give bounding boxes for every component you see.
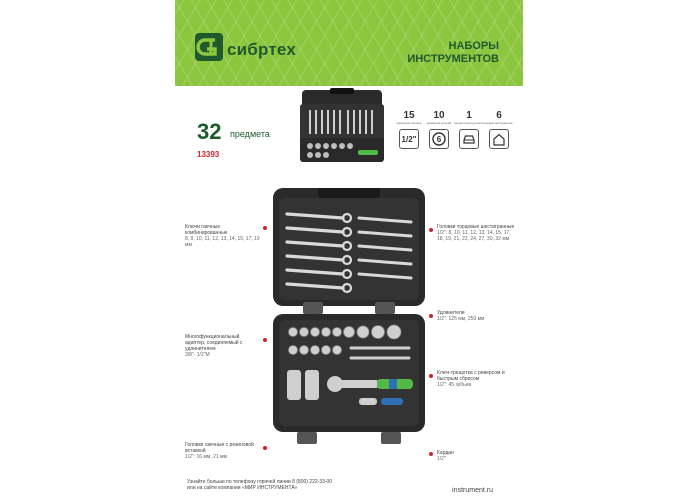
label-title: Ключи гаечные комбинированные [185,224,228,236]
category-line-1: НАБОРЫ [448,40,499,52]
callout-dot [429,314,433,318]
label-title: Многофункциональный адаптер, соединяемый… [185,334,243,352]
label-sizes: 1/2": 16 мм, 21 мм [185,454,227,460]
hex-6-icon: 6 [429,129,449,149]
label-sizes: 1/2": 8, 10, 11, 12, 13, 14, 15, 17, 18,… [437,230,511,242]
label-joint: Кардан 1/2" [437,450,517,462]
label-extensions: Удлинители 1/2": 125 мм, 250 мм [437,310,517,322]
header-banner: сибртех НАБОРЫ ИНСТРУМЕНТОВ [175,0,523,86]
car-icon [459,129,479,149]
spec-desc: размеров ключей [426,121,452,125]
spec-number: 1 [466,110,472,121]
label-title: Удлинители [437,310,465,316]
spec-number: 10 [433,110,445,121]
label-sizes: 1/2": 125 мм, 250 мм [437,316,485,322]
label-adapter: Многофункциональный адаптер, соединяемый… [185,334,261,358]
spec-sockets: 15 размеров головок 1/2" [393,110,425,149]
label-sockets: Головки торцевые шестигранные 1/2": 8, 1… [437,224,517,242]
svg-text:6: 6 [437,135,442,144]
callout-dot [263,446,267,450]
spec-ratchet: 1 трещоточная рукоятка [453,110,485,149]
label-ratchet: Ключ-трещотка с реверсом и быстрым сброс… [437,370,517,388]
footer-line-2: или на сайте компании «МИР ИНСТРУМЕНТА» [187,485,298,491]
category-line-2: ИНСТРУМЕНТОВ [407,53,499,65]
label-sizes: 1/2": 45 зубьев [437,382,472,388]
house-icon [489,129,509,149]
spec-number: 15 [403,110,415,121]
callout-dot [429,452,433,456]
tool-case-image [273,188,425,444]
callout-dot [263,226,267,230]
spec-desc: трещоточная рукоятка [453,121,485,125]
label-title: Головки торцевые шестигранные [437,224,515,230]
item-count-word: предмета [230,129,270,139]
spec-wrenches: 10 размеров ключей 6 [423,110,455,149]
label-sizes: 8, 9, 10, 11, 12, 13, 14, 15, 17, 19 мм [185,236,260,248]
product-sheet: сибртех НАБОРЫ ИНСТРУМЕНТОВ 32 предмета … [175,0,523,500]
callout-dot [429,374,433,378]
spec-number: 6 [496,110,502,121]
brand-logo-icon [195,33,223,61]
article-number: 13393 [197,150,220,159]
label-title: Ключ-трещотка с реверсом и быстрым сброс… [437,370,505,382]
website-link[interactable]: instrument.ru [452,487,493,494]
callout-dot [263,338,267,342]
label-wrenches: Ключи гаечные комбинированные 8, 9, 10, … [185,224,261,248]
drive-size-icon: 1/2" [399,129,419,149]
footer-line-1: Узнайте больше по телефону горячей линии… [187,479,333,485]
label-title: Головки свечные с резиновой вставкой [185,442,254,454]
kit-thumbnail-image [300,88,384,162]
item-count: 32 [197,119,222,144]
footer-note: Узнайте больше по телефону горячей линии… [187,479,387,491]
callout-dot [429,228,433,232]
brand-name: сибртех [227,40,296,59]
label-sizes: 3/8"- 1/2"М [185,352,210,358]
spec-desc: видов инструмента [485,121,513,125]
label-title: Кардан [437,450,454,456]
label-sizes: 1/2" [437,456,446,462]
label-spark-sockets: Головки свечные с резиновой вставкой 1/2… [185,442,261,460]
spec-tool-types: 6 видов инструмента [483,110,515,149]
category-title: НАБОРЫ ИНСТРУМЕНТОВ [407,40,499,66]
spec-desc: размеров головок [396,121,422,125]
